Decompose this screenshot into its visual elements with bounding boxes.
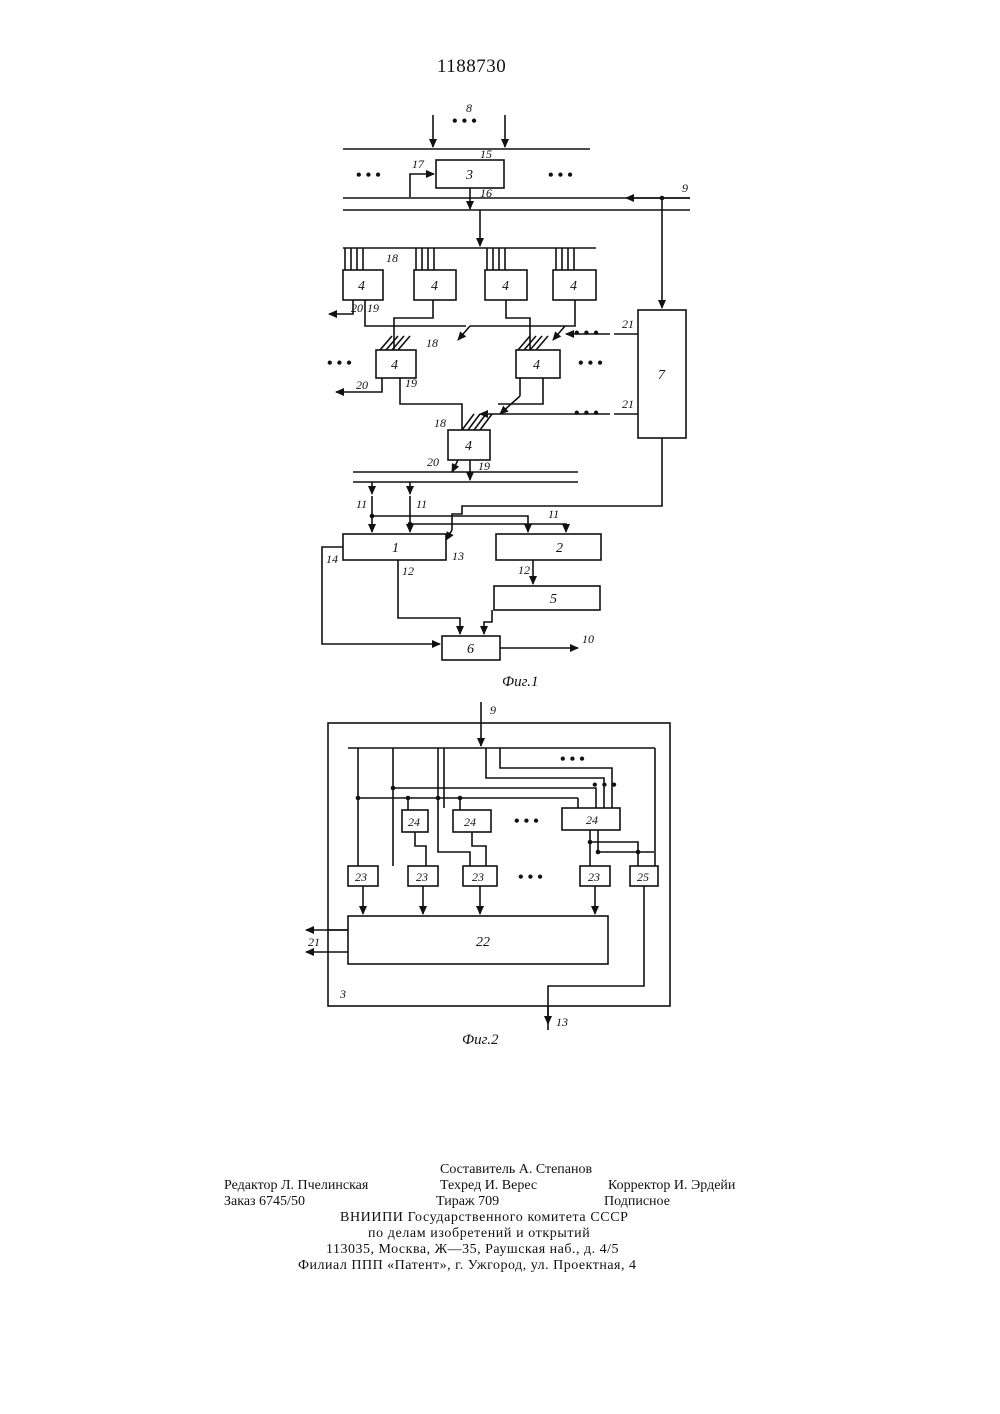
block-7-label: 7 <box>658 368 666 383</box>
label-11-b: 11 <box>416 497 427 511</box>
label-10: 10 <box>582 632 594 646</box>
block-4-s2-a-label: 4 <box>391 358 398 373</box>
colophon-org1: ВНИИПИ Государственного комитета СССР <box>340 1210 629 1226</box>
block-3-label: 3 <box>465 168 473 183</box>
ellipsis-input: • • • <box>452 113 477 130</box>
colophon-editor: Редактор Л. Пчелинская <box>224 1178 368 1194</box>
colophon-org2: по делам изобретений и открытий <box>368 1226 590 1242</box>
label-20-s2: 20 <box>356 378 368 392</box>
block-24-a-label: 24 <box>408 815 420 829</box>
fig2-label-13: 13 <box>556 1015 568 1029</box>
block-4-s2-b-label: 4 <box>533 358 540 373</box>
figure-1-caption: Фиг.1 <box>502 674 538 690</box>
label-11-c: 11 <box>548 507 559 521</box>
colophon-address: 113035, Москва, Ж—35, Раушская наб., д. … <box>326 1242 619 1258</box>
label-11-a: 11 <box>356 497 367 511</box>
label-21-lower: 21 <box>622 397 634 411</box>
label-13: 13 <box>452 549 464 563</box>
ellipsis-left-3: • • • <box>356 167 381 184</box>
label-20-s1: 20 <box>351 301 363 315</box>
block-4-s1-a-label: 4 <box>358 279 365 294</box>
colophon-circulation: Тираж 709 <box>436 1194 499 1210</box>
block-23-c-label: 23 <box>472 870 484 884</box>
fig2-block-3-label: 3 <box>339 987 346 1001</box>
fig2-ellipsis-b: • • • <box>592 777 617 794</box>
ellipsis-ctrl-1: • • • <box>574 325 599 342</box>
label-17: 17 <box>412 157 425 171</box>
block-4-s3-label: 4 <box>465 439 472 454</box>
block-4-s1-b-label: 4 <box>431 279 438 294</box>
block-1-label: 1 <box>392 541 399 556</box>
block-23-a-label: 23 <box>355 870 367 884</box>
label-19-s3: 19 <box>478 459 490 473</box>
label-12-a: 12 <box>402 564 414 578</box>
label-12-b: 12 <box>518 563 530 577</box>
fig2-ellipsis-a: • • • <box>560 751 585 768</box>
block-4-s1-c-label: 4 <box>502 279 509 294</box>
fig2-label-9: 9 <box>490 703 496 717</box>
block-5-label: 5 <box>550 592 557 607</box>
fig2-ellipsis-d: • • • <box>518 869 543 886</box>
colophon-subscription: Подписное <box>604 1194 670 1210</box>
label-18-mid: 18 <box>426 336 438 350</box>
block-24-b-label: 24 <box>464 815 476 829</box>
block-2-label: 2 <box>556 541 563 556</box>
colophon-branch: Филиал ППП «Патент», г. Ужгород, ул. Про… <box>298 1258 636 1274</box>
ellipsis-s2-left: • • • <box>327 355 352 372</box>
label-18-top: 18 <box>386 251 398 265</box>
block-5 <box>494 586 600 610</box>
colophon-compiler: Составитель А. Степанов <box>440 1162 592 1178</box>
block-22-label: 22 <box>476 935 490 950</box>
colophon-techred: Техред И. Верес <box>440 1178 537 1194</box>
ellipsis-right-3: • • • <box>548 167 573 184</box>
label-20-s3: 20 <box>427 455 439 469</box>
ellipsis-ctrl-2: • • • <box>574 405 599 422</box>
fig2-ellipsis-c: • • • <box>514 813 539 830</box>
label-14: 14 <box>326 552 338 566</box>
figure-2: 3 9 • • • • • • 24 24 24 • <box>306 702 670 1048</box>
figure-2-caption: Фиг.2 <box>462 1032 499 1048</box>
block-25-label: 25 <box>637 870 649 884</box>
block-4-s1-d-label: 4 <box>570 279 577 294</box>
label-9: 9 <box>682 181 688 195</box>
label-21-upper: 21 <box>622 317 634 331</box>
label-19-s1: 19 <box>367 301 379 315</box>
label-19-s2: 19 <box>405 376 417 390</box>
ellipsis-s2-right: • • • <box>578 355 603 372</box>
block-23-b-label: 23 <box>416 870 428 884</box>
label-15: 15 <box>480 147 492 161</box>
block-23-n-label: 23 <box>588 870 600 884</box>
label-18-low: 18 <box>434 416 446 430</box>
colophon-order: Заказ 6745/50 <box>224 1194 305 1210</box>
colophon-corrector: Корректор И. Эрдейи <box>608 1178 735 1194</box>
block-2 <box>496 534 601 560</box>
fig2-label-21: 21 <box>308 935 320 949</box>
figure-1: 8 • • • 15 3 • • • • • • 17 16 9 18 <box>322 101 690 690</box>
block-6-label: 6 <box>467 642 474 657</box>
block-24-n-label: 24 <box>586 813 598 827</box>
